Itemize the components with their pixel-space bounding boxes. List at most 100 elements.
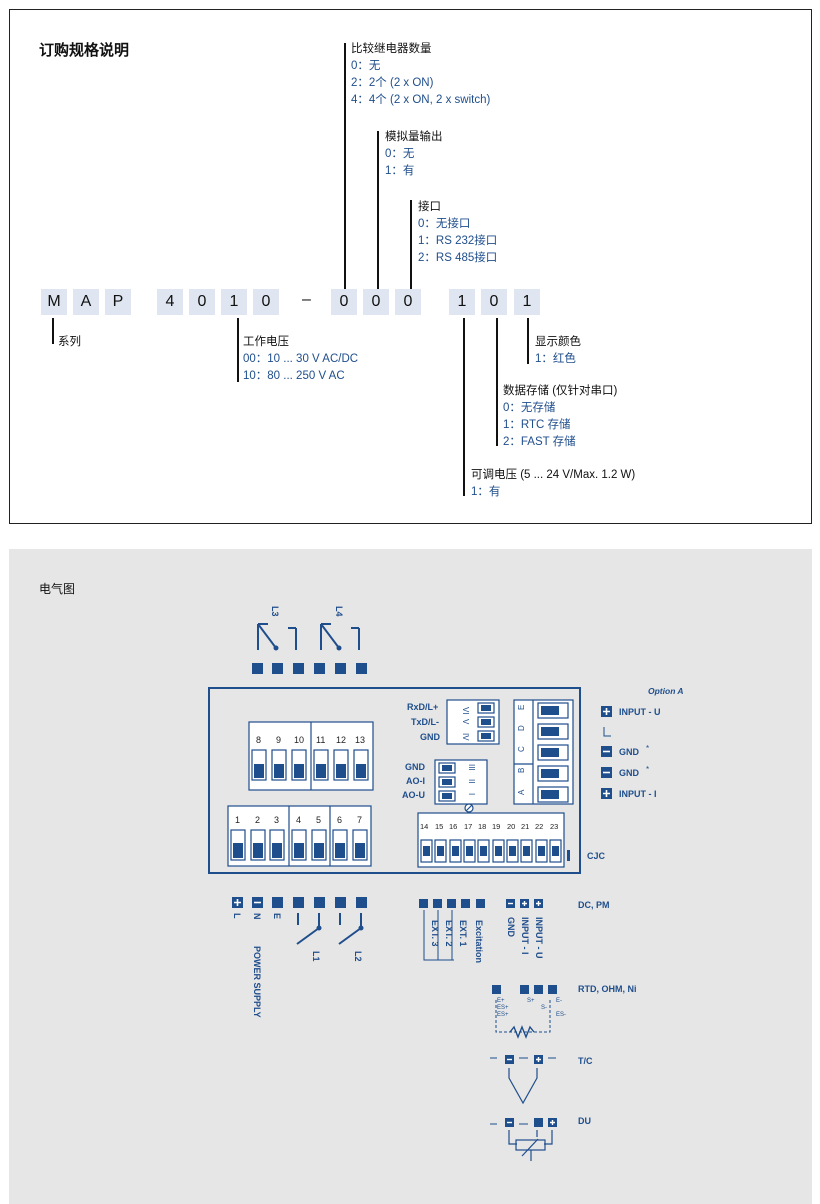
terminal-number: 8 — [256, 735, 261, 745]
storage-label: 数据存储 (仅针对串口) — [503, 385, 618, 397]
interface-option: 2：RS 485接口 — [418, 252, 498, 264]
interface-option: 0：无接口 — [418, 218, 471, 230]
connector-line — [463, 318, 465, 496]
code-box: 0 — [481, 289, 507, 315]
du-label: DU — [578, 1116, 591, 1126]
power-label: L — [232, 913, 242, 919]
serial-mark: V — [461, 719, 470, 725]
code-box: A — [73, 289, 99, 315]
top-terminal-squares — [252, 663, 367, 674]
terminal-number: 11 — [316, 735, 325, 745]
abcde-letter: B — [517, 768, 526, 773]
serial-label: GND — [420, 732, 441, 742]
connector-line — [237, 318, 239, 382]
relay-l2-label: L2 — [353, 951, 363, 962]
rtd-mark: E+ — [497, 998, 505, 1004]
serial-label: TxD/L- — [411, 717, 439, 727]
connector-line — [527, 318, 529, 364]
resistor-symbol — [509, 1025, 535, 1039]
analog-label: AO-U — [402, 790, 425, 800]
relays-option: 4：4个 (2 x ON, 2 x switch) — [351, 94, 491, 106]
abcde-letter: E — [517, 705, 526, 710]
code-box: 1 — [221, 289, 247, 315]
interface-label: 接口 — [418, 201, 441, 213]
connector-line — [377, 131, 379, 289]
storage-option: 2：FAST 存储 — [503, 436, 576, 448]
relay-l2-symbol — [338, 913, 362, 945]
interface-option: 1：RS 232接口 — [418, 235, 498, 247]
terminal-number: 18 — [478, 822, 486, 831]
supply-option: 10：80 ... 250 V AC — [243, 370, 345, 382]
terminal-number: 10 — [294, 735, 304, 745]
code-dash: – — [302, 291, 311, 308]
relay-l1-label: L1 — [311, 951, 321, 962]
code-box: 4 — [157, 289, 183, 315]
serial-mark: VI — [461, 707, 470, 715]
adjust-label: 可调电压 (5 ... 24 V/Max. 1.2 W) — [471, 469, 636, 481]
abcde-letter: C — [517, 746, 526, 752]
relay-l3-label: L3 — [270, 606, 280, 617]
ext-label: EXT. 3 — [430, 920, 440, 947]
code-box: P — [105, 289, 131, 315]
terminal-number: 19 — [492, 822, 500, 831]
terminal-number: 22 — [535, 822, 543, 831]
input-label: INPUT - U — [619, 707, 661, 717]
relay-l1-symbol — [296, 913, 320, 945]
ext-label: EXT. 2 — [444, 920, 454, 947]
rtd-mark: ES+ — [497, 1012, 509, 1018]
series-label: 系列 — [58, 336, 81, 348]
analog-mark: III — [467, 764, 476, 771]
terminal-number: 15 — [435, 822, 443, 831]
terminal-number: 23 — [550, 822, 558, 831]
relays-label: 比较继电器数量 — [351, 43, 432, 55]
display-option: 1：红色 — [535, 353, 576, 365]
serial-label: RxD/L+ — [407, 702, 438, 712]
connector-line — [52, 318, 54, 344]
dc-squares — [506, 899, 543, 908]
ext-label: Excitation — [474, 920, 484, 963]
relay-l3-symbol — [257, 623, 297, 650]
relay-l3-pivot — [273, 645, 279, 651]
terminal-number: 16 — [449, 822, 457, 831]
thermocouple-symbol — [508, 1068, 538, 1105]
order-title: 订购规格说明 — [39, 42, 130, 59]
code-box: 0 — [331, 289, 357, 315]
power-squares — [232, 897, 367, 908]
code-box: 1 — [449, 289, 475, 315]
input-label: INPUT - I — [619, 789, 657, 799]
gnd-asterisk: * — [646, 744, 649, 753]
terminal-number: 9 — [276, 735, 281, 745]
code-box: 0 — [395, 289, 421, 315]
dc-input-label: GND — [506, 917, 516, 938]
terminal-number: 20 — [507, 822, 515, 831]
ext-label: EXT. 1 — [458, 920, 468, 947]
rtd-mark: S+ — [527, 998, 535, 1004]
analog-option: 1：有 — [385, 165, 415, 177]
storage-option: 0：无存储 — [503, 402, 556, 414]
code-box: M — [41, 289, 67, 315]
analog-mark: II — [467, 779, 476, 783]
code-box: 1 — [514, 289, 540, 315]
terminal-number: 7 — [357, 815, 362, 825]
terminal-number: 5 — [316, 815, 321, 825]
relays-option: 0：无 — [351, 60, 381, 72]
excitation-squares — [419, 899, 485, 908]
rtd-squares — [492, 985, 557, 994]
code-box: 0 — [253, 289, 279, 315]
display-label: 显示颜色 — [535, 336, 581, 348]
connector-line — [496, 318, 498, 446]
terminal-number: 2 — [255, 815, 260, 825]
analog-option: 0：无 — [385, 148, 415, 160]
cjc-marker — [567, 850, 570, 861]
analog-label: GND — [405, 762, 426, 772]
terminal-number: 13 — [355, 735, 365, 745]
connector-line — [344, 43, 346, 289]
input-label: GND — [619, 768, 640, 778]
abcde-letter: A — [517, 789, 526, 795]
relay-l4-symbol — [320, 623, 360, 650]
rtd-mark: ES- — [556, 1012, 566, 1018]
terminal-number: 21 — [521, 822, 529, 831]
dc-input-label: INPUT - I — [520, 917, 530, 955]
gnd-asterisk: * — [646, 765, 649, 774]
